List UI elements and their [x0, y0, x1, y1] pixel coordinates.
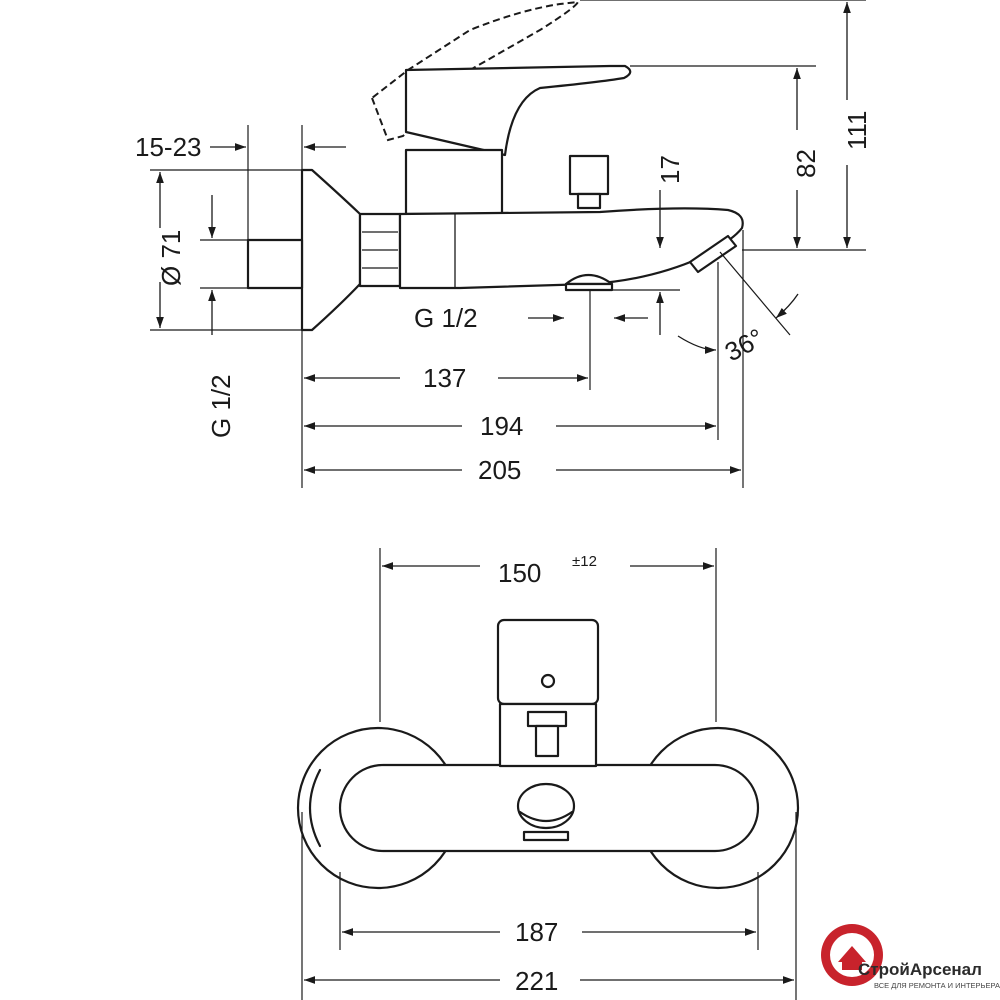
dim-label-194: 194 — [480, 411, 523, 441]
logo-tagline: ВСЕ ДЛЯ РЕМОНТА И ИНТЕРЬЕРА — [874, 981, 1000, 990]
dim-label-17: 17 — [655, 155, 685, 184]
dim-label-150: 150 — [498, 558, 541, 588]
dim-label-36-degrees: 36° — [720, 322, 769, 367]
handle-raised-outline — [370, 0, 580, 142]
dim-label-111: 111 — [842, 110, 872, 150]
mixer-body-spout — [398, 207, 744, 290]
wall-rosette — [300, 168, 362, 332]
aerator — [688, 234, 738, 274]
diverter-front — [526, 710, 568, 728]
dim-label-205: 205 — [478, 455, 521, 485]
dim-label-diameter-71: Ø 71 — [156, 230, 186, 286]
logo-name: СтройАрсенал — [858, 960, 982, 979]
handle-index-hole — [540, 673, 556, 689]
handle-lever — [404, 64, 632, 157]
front-outlet — [516, 782, 576, 830]
dim-label-221: 221 — [515, 966, 558, 996]
logo-house-icon — [838, 946, 866, 962]
front-view: 150 ±12 187 221 — [296, 548, 800, 1000]
diverter-stem — [576, 192, 602, 210]
dim-label-137: 137 — [423, 363, 466, 393]
dim-label-g-half-vertical: G 1/2 — [206, 374, 236, 438]
front-handle — [496, 618, 600, 706]
store-logo: СтройАрсенал ВСЕ ДЛЯ РЕМОНТА И ИНТЕРЬЕРА — [821, 924, 1000, 990]
cartridge-body — [404, 148, 504, 216]
dim-label-g-half-horizontal: G 1/2 — [414, 303, 478, 333]
side-view: 15-23 Ø 71 G 1/2 G 1/2 17 82 111 36° 137… — [135, 0, 872, 488]
dim-label-15-23: 15-23 — [135, 132, 202, 162]
wall-pipe — [246, 238, 304, 290]
dim-label-tolerance: ±12 — [572, 553, 597, 570]
dim-label-82: 82 — [791, 149, 821, 178]
diverter-knob — [568, 154, 610, 196]
dim-label-187: 187 — [515, 917, 558, 947]
